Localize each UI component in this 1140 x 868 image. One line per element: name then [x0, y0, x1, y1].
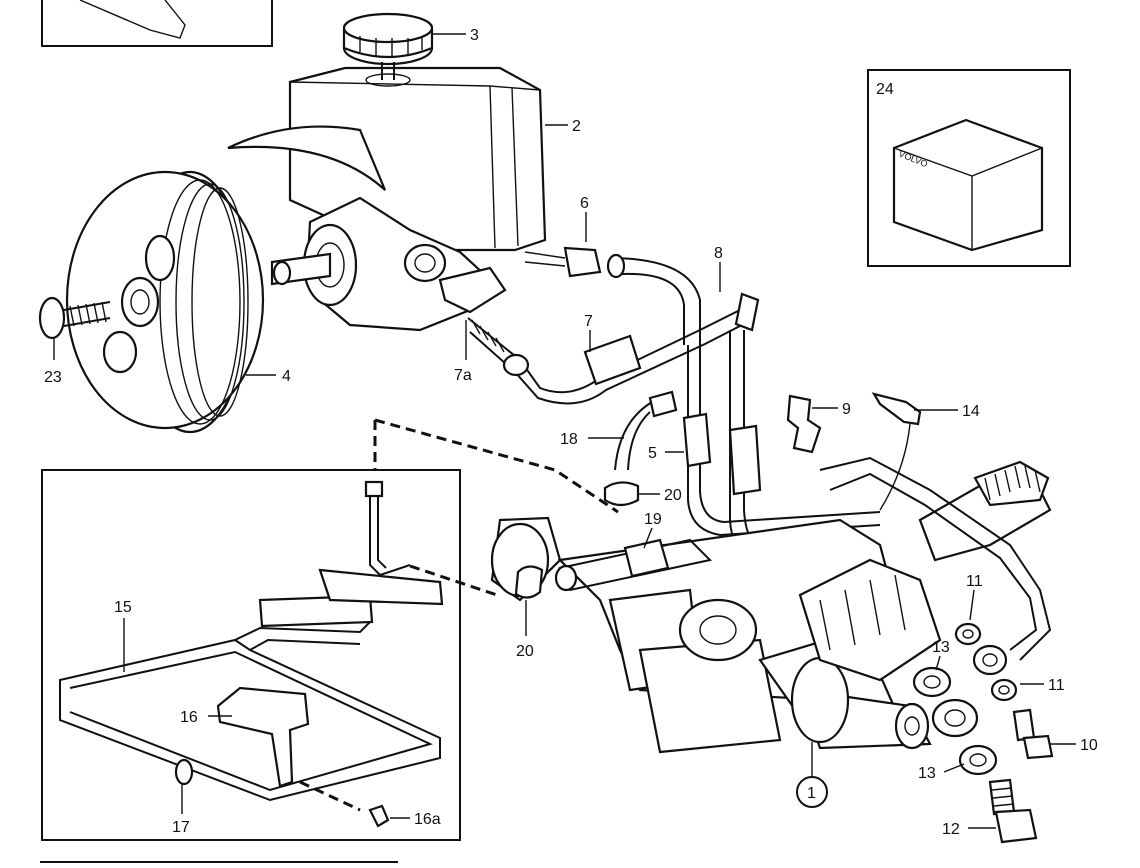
- washers-and-bolts: [912, 622, 1054, 844]
- label-13-upper: 13: [932, 639, 950, 656]
- label-12: 12: [942, 821, 960, 838]
- label-18: 18: [560, 431, 578, 448]
- label-13-lower: 13: [918, 765, 936, 782]
- label-4: 4: [282, 368, 291, 385]
- top-inset-frame: [41, 0, 273, 47]
- label-17: 17: [172, 819, 190, 836]
- label-9: 9: [842, 401, 851, 418]
- label-6: 6: [580, 195, 589, 212]
- mounting-bracket: [871, 392, 922, 511]
- power-steering-pump: [227, 66, 547, 332]
- label-5: 5: [648, 445, 657, 462]
- label-7: 7: [584, 313, 593, 330]
- dashed-connectors: [299, 418, 619, 812]
- hose-clamp-upper: [603, 481, 640, 507]
- label-1: 1: [807, 785, 816, 802]
- label-10: 10: [1080, 737, 1098, 754]
- callout-circle-1: [796, 776, 828, 808]
- label-2: 2: [572, 118, 581, 135]
- label-23: 23: [44, 369, 62, 386]
- pressure-fitting: [524, 246, 602, 278]
- label-11-upper: 11: [966, 573, 983, 590]
- label-20-upper: 20: [664, 487, 682, 504]
- label-14: 14: [962, 403, 980, 420]
- reservoir-cap: [342, 12, 434, 87]
- part-labels: 1 2 3 4 5 6 7 7a 8 9 10 11 11 12 13 13 1…: [44, 27, 1098, 838]
- label-16: 16: [180, 709, 198, 726]
- label-11-lower: 11: [1048, 677, 1065, 694]
- return-hose-lower: [514, 538, 713, 599]
- pump-pulley: [65, 170, 265, 434]
- label-15: 15: [114, 599, 132, 616]
- label-8: 8: [714, 245, 723, 262]
- label-24: 24: [876, 81, 894, 98]
- pipe-clip: [786, 394, 822, 454]
- label-20-lower: 20: [516, 643, 534, 660]
- label-7a: 7a: [454, 367, 472, 384]
- pressure-hose: [467, 292, 760, 405]
- return-hose: [606, 253, 701, 345]
- accessory-inset: [867, 69, 1071, 267]
- steering-gear: [490, 456, 1052, 754]
- label-19: 19: [644, 511, 662, 528]
- pipe-bracket-inset: [41, 469, 461, 841]
- label-3: 3: [470, 27, 479, 44]
- pulley-bolt: [38, 296, 111, 340]
- label-16a: 16a: [414, 811, 441, 828]
- leader-lines: [53, 33, 1076, 829]
